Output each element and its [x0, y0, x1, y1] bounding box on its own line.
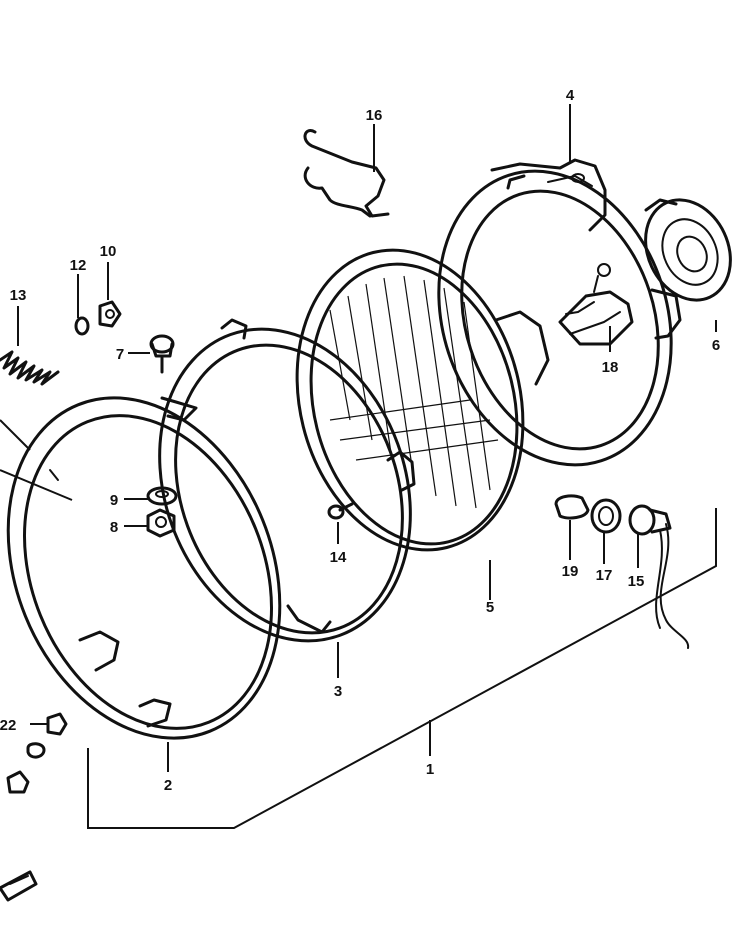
- callout-1: 1: [426, 761, 434, 778]
- callout-18: 18: [602, 359, 619, 376]
- callout-5: 5: [486, 599, 494, 616]
- leader-lines: [0, 104, 717, 829]
- callout-17: 16: [366, 107, 383, 124]
- callout-2: 2: [164, 777, 172, 794]
- part-nut-8: [146, 508, 176, 538]
- callout-9: 9: [110, 492, 118, 509]
- callout-6: 6: [712, 337, 720, 354]
- part-socket-15: [628, 504, 690, 649]
- part-lens-unit: [295, 248, 550, 552]
- callout-14: 14: [330, 549, 347, 566]
- callout-13: 13: [10, 287, 27, 304]
- part-socket-cap: [644, 198, 732, 302]
- part-mounting-ring: [158, 318, 416, 643]
- part-grommet-16: [590, 498, 622, 534]
- part-nut-10: [98, 300, 122, 328]
- part-bulb: [558, 263, 634, 346]
- part-bulb-19: [554, 494, 590, 520]
- part-screw-7: [149, 334, 175, 374]
- callout-22: 22: [0, 717, 16, 734]
- part-washer-9: [146, 486, 178, 506]
- part-outer-rim: [6, 396, 282, 740]
- callout-15: 15: [628, 573, 645, 590]
- callout-7: 7: [116, 346, 124, 363]
- callout-16: 17: [596, 567, 613, 584]
- callout-3: 3: [334, 683, 342, 700]
- part-washer-12: [74, 316, 90, 336]
- callout-8: 8: [110, 519, 118, 536]
- front-arrow-icon: [0, 870, 38, 902]
- callout-10: 10: [100, 243, 117, 260]
- part-screw-22: [6, 712, 68, 794]
- callout-labels: 16 4 18 6 10 12 13 7 9 8 14 19 17 15 5 3…: [0, 87, 720, 794]
- part-spring-clip: [303, 129, 390, 218]
- part-screw-14: [327, 502, 354, 520]
- part-spring-13: [0, 350, 60, 386]
- callout-12: 12: [70, 257, 87, 274]
- callout-4: 4: [566, 87, 575, 104]
- callout-19: 19: [562, 563, 579, 580]
